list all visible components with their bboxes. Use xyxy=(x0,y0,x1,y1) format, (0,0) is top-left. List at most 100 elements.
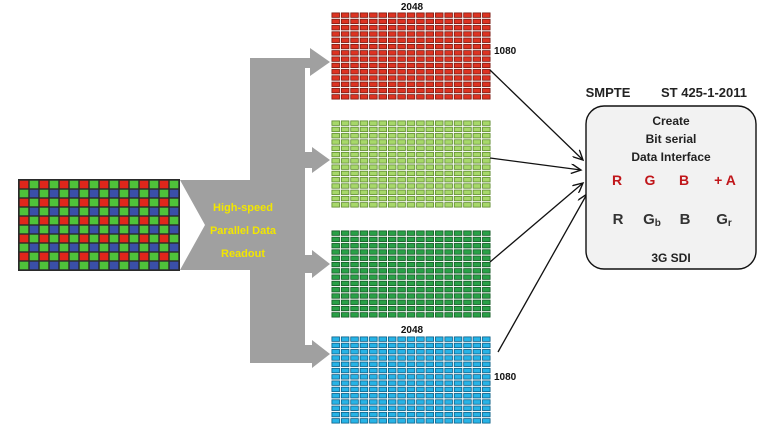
plane-pixel xyxy=(444,18,453,25)
plane-pixel xyxy=(453,31,463,37)
plane-pixel xyxy=(340,393,350,399)
plane-pixel xyxy=(369,87,378,94)
plane-pixel xyxy=(482,312,491,318)
sensor-pixel xyxy=(29,180,39,189)
plane-pixel xyxy=(350,164,359,170)
plane-pixel xyxy=(416,399,425,405)
plane-pixel xyxy=(416,50,425,56)
sensor-pixel xyxy=(29,225,39,234)
plane-pixel xyxy=(331,305,340,312)
plane-pixel xyxy=(350,336,359,342)
plane-pixel xyxy=(444,399,453,405)
plane-pixel xyxy=(359,75,369,81)
sensor-pixel xyxy=(159,252,169,261)
plane-pixel xyxy=(350,139,359,145)
plane-pixel xyxy=(340,261,350,268)
plane-pixel xyxy=(453,126,463,133)
plane-pixel xyxy=(387,411,397,418)
plane-pixel xyxy=(482,249,491,255)
plane-pixel xyxy=(435,268,444,274)
plane-pixel xyxy=(369,189,378,195)
sensor-pixel xyxy=(19,207,29,216)
plane-pixel xyxy=(359,195,369,202)
plane-pixel xyxy=(397,177,406,183)
plane-pixel xyxy=(425,274,435,280)
plane-pixel xyxy=(435,399,444,405)
plane-pixel xyxy=(397,120,406,126)
plane-pixel xyxy=(331,31,340,37)
plane-pixel xyxy=(453,183,463,189)
plane-pixel xyxy=(463,367,472,374)
sensor-pixel xyxy=(19,198,29,207)
plane-pixel xyxy=(453,342,463,349)
plane-pixel xyxy=(425,62,435,69)
plane-pixel xyxy=(359,177,369,183)
plane-pixel xyxy=(331,50,340,56)
plane-pixel xyxy=(340,62,350,69)
plane-pixel xyxy=(472,195,482,202)
plane-pixel xyxy=(340,151,350,158)
plane-pixel xyxy=(444,274,453,280)
plane-pixel xyxy=(482,418,491,424)
plane-pixel xyxy=(463,236,472,243)
plane-pixel xyxy=(359,133,369,139)
plane-pixel xyxy=(387,94,397,100)
plane-pixel xyxy=(340,336,350,342)
plane-pixel xyxy=(482,230,491,236)
plane-pixel xyxy=(425,386,435,393)
plane-pixel xyxy=(463,230,472,236)
plane-pixel xyxy=(416,405,425,411)
sensor-pixel xyxy=(129,198,139,207)
plane-pixel xyxy=(331,312,340,318)
plane-pixel xyxy=(369,37,378,43)
plane-pixel xyxy=(472,261,482,268)
plane-pixel xyxy=(472,81,482,87)
plane-pixel xyxy=(416,87,425,94)
plane-pixel xyxy=(406,293,416,299)
plane-pixel xyxy=(453,355,463,361)
plane-pixel xyxy=(472,164,482,170)
sensor-pixel xyxy=(79,180,89,189)
plane-pixel xyxy=(472,75,482,81)
plane-pixel xyxy=(397,280,406,287)
plane-pixel xyxy=(340,255,350,261)
plane-pixel xyxy=(482,280,491,287)
plane-pixel xyxy=(482,56,491,62)
plane-pixel xyxy=(463,243,472,249)
plane-pixel xyxy=(387,386,397,393)
plane-pixel xyxy=(472,336,482,342)
plane-pixel xyxy=(482,287,491,293)
plane-pixel xyxy=(359,43,369,50)
plane-pixel xyxy=(444,202,453,208)
plane-pixel xyxy=(406,183,416,189)
plane-pixel xyxy=(425,255,435,261)
plane-pixel xyxy=(378,349,387,355)
plane-pixel xyxy=(435,94,444,100)
plane-pixel xyxy=(416,367,425,374)
sensor-pixel xyxy=(139,189,149,198)
sensor-pixel xyxy=(149,207,159,216)
plane-pixel xyxy=(425,249,435,255)
plane-pixel xyxy=(350,299,359,305)
plane-pixel xyxy=(406,120,416,126)
plane-pixel xyxy=(387,183,397,189)
plane-pixel xyxy=(387,418,397,424)
plane-pixel xyxy=(435,12,444,18)
sensor-pixel xyxy=(39,180,49,189)
plane-pixel xyxy=(340,280,350,287)
sensor-pixel xyxy=(139,207,149,216)
sensor-pixel xyxy=(39,252,49,261)
plane-pixel xyxy=(387,69,397,75)
plane-pixel xyxy=(350,361,359,367)
plane-pixel xyxy=(482,367,491,374)
plane-pixel xyxy=(340,189,350,195)
sensor-pixel xyxy=(129,216,139,225)
plane-pixel xyxy=(425,25,435,31)
plane-pixel xyxy=(416,195,425,202)
plane-pixel xyxy=(425,189,435,195)
plane-pixel xyxy=(444,81,453,87)
plane-pixel xyxy=(331,418,340,424)
plane-pixel xyxy=(359,355,369,361)
plane-pixel xyxy=(397,249,406,255)
plane-pixel xyxy=(369,305,378,312)
